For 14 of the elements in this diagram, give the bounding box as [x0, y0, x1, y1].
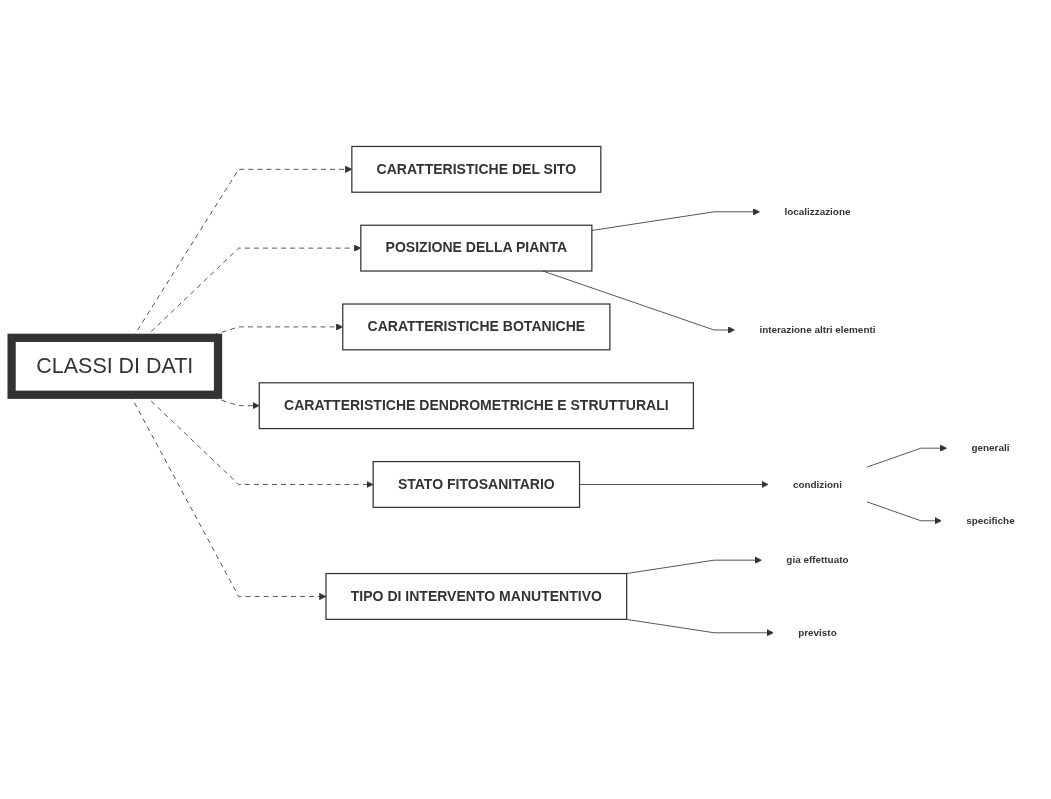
node-box: POSIZIONE DELLA PIANTA: [360, 224, 593, 272]
node-text: interazione altri elementi: [759, 324, 876, 336]
node-box: CLASSI DI DATI: [7, 333, 223, 399]
node-text: localizzazione: [784, 206, 851, 218]
node-box: TIPO DI INTERVENTO MANUTENTIVO: [325, 572, 628, 620]
node-box: CARATTERISTICHE DEL SITO: [351, 145, 602, 193]
node-text: specifiche: [966, 514, 1015, 527]
node-text: gia effettuato: [786, 554, 849, 566]
node-text: condizioni: [792, 478, 842, 491]
node-text: previsto: [798, 626, 837, 639]
node-box: CARATTERISTICHE DENDROMETRICHE E STRUTTURALI: [258, 382, 694, 430]
node-text: generali: [971, 442, 1010, 454]
node-box: CARATTERISTICHE BOTANICHE: [342, 303, 611, 351]
node-box: STATO FITOSANITARIO: [372, 460, 581, 508]
